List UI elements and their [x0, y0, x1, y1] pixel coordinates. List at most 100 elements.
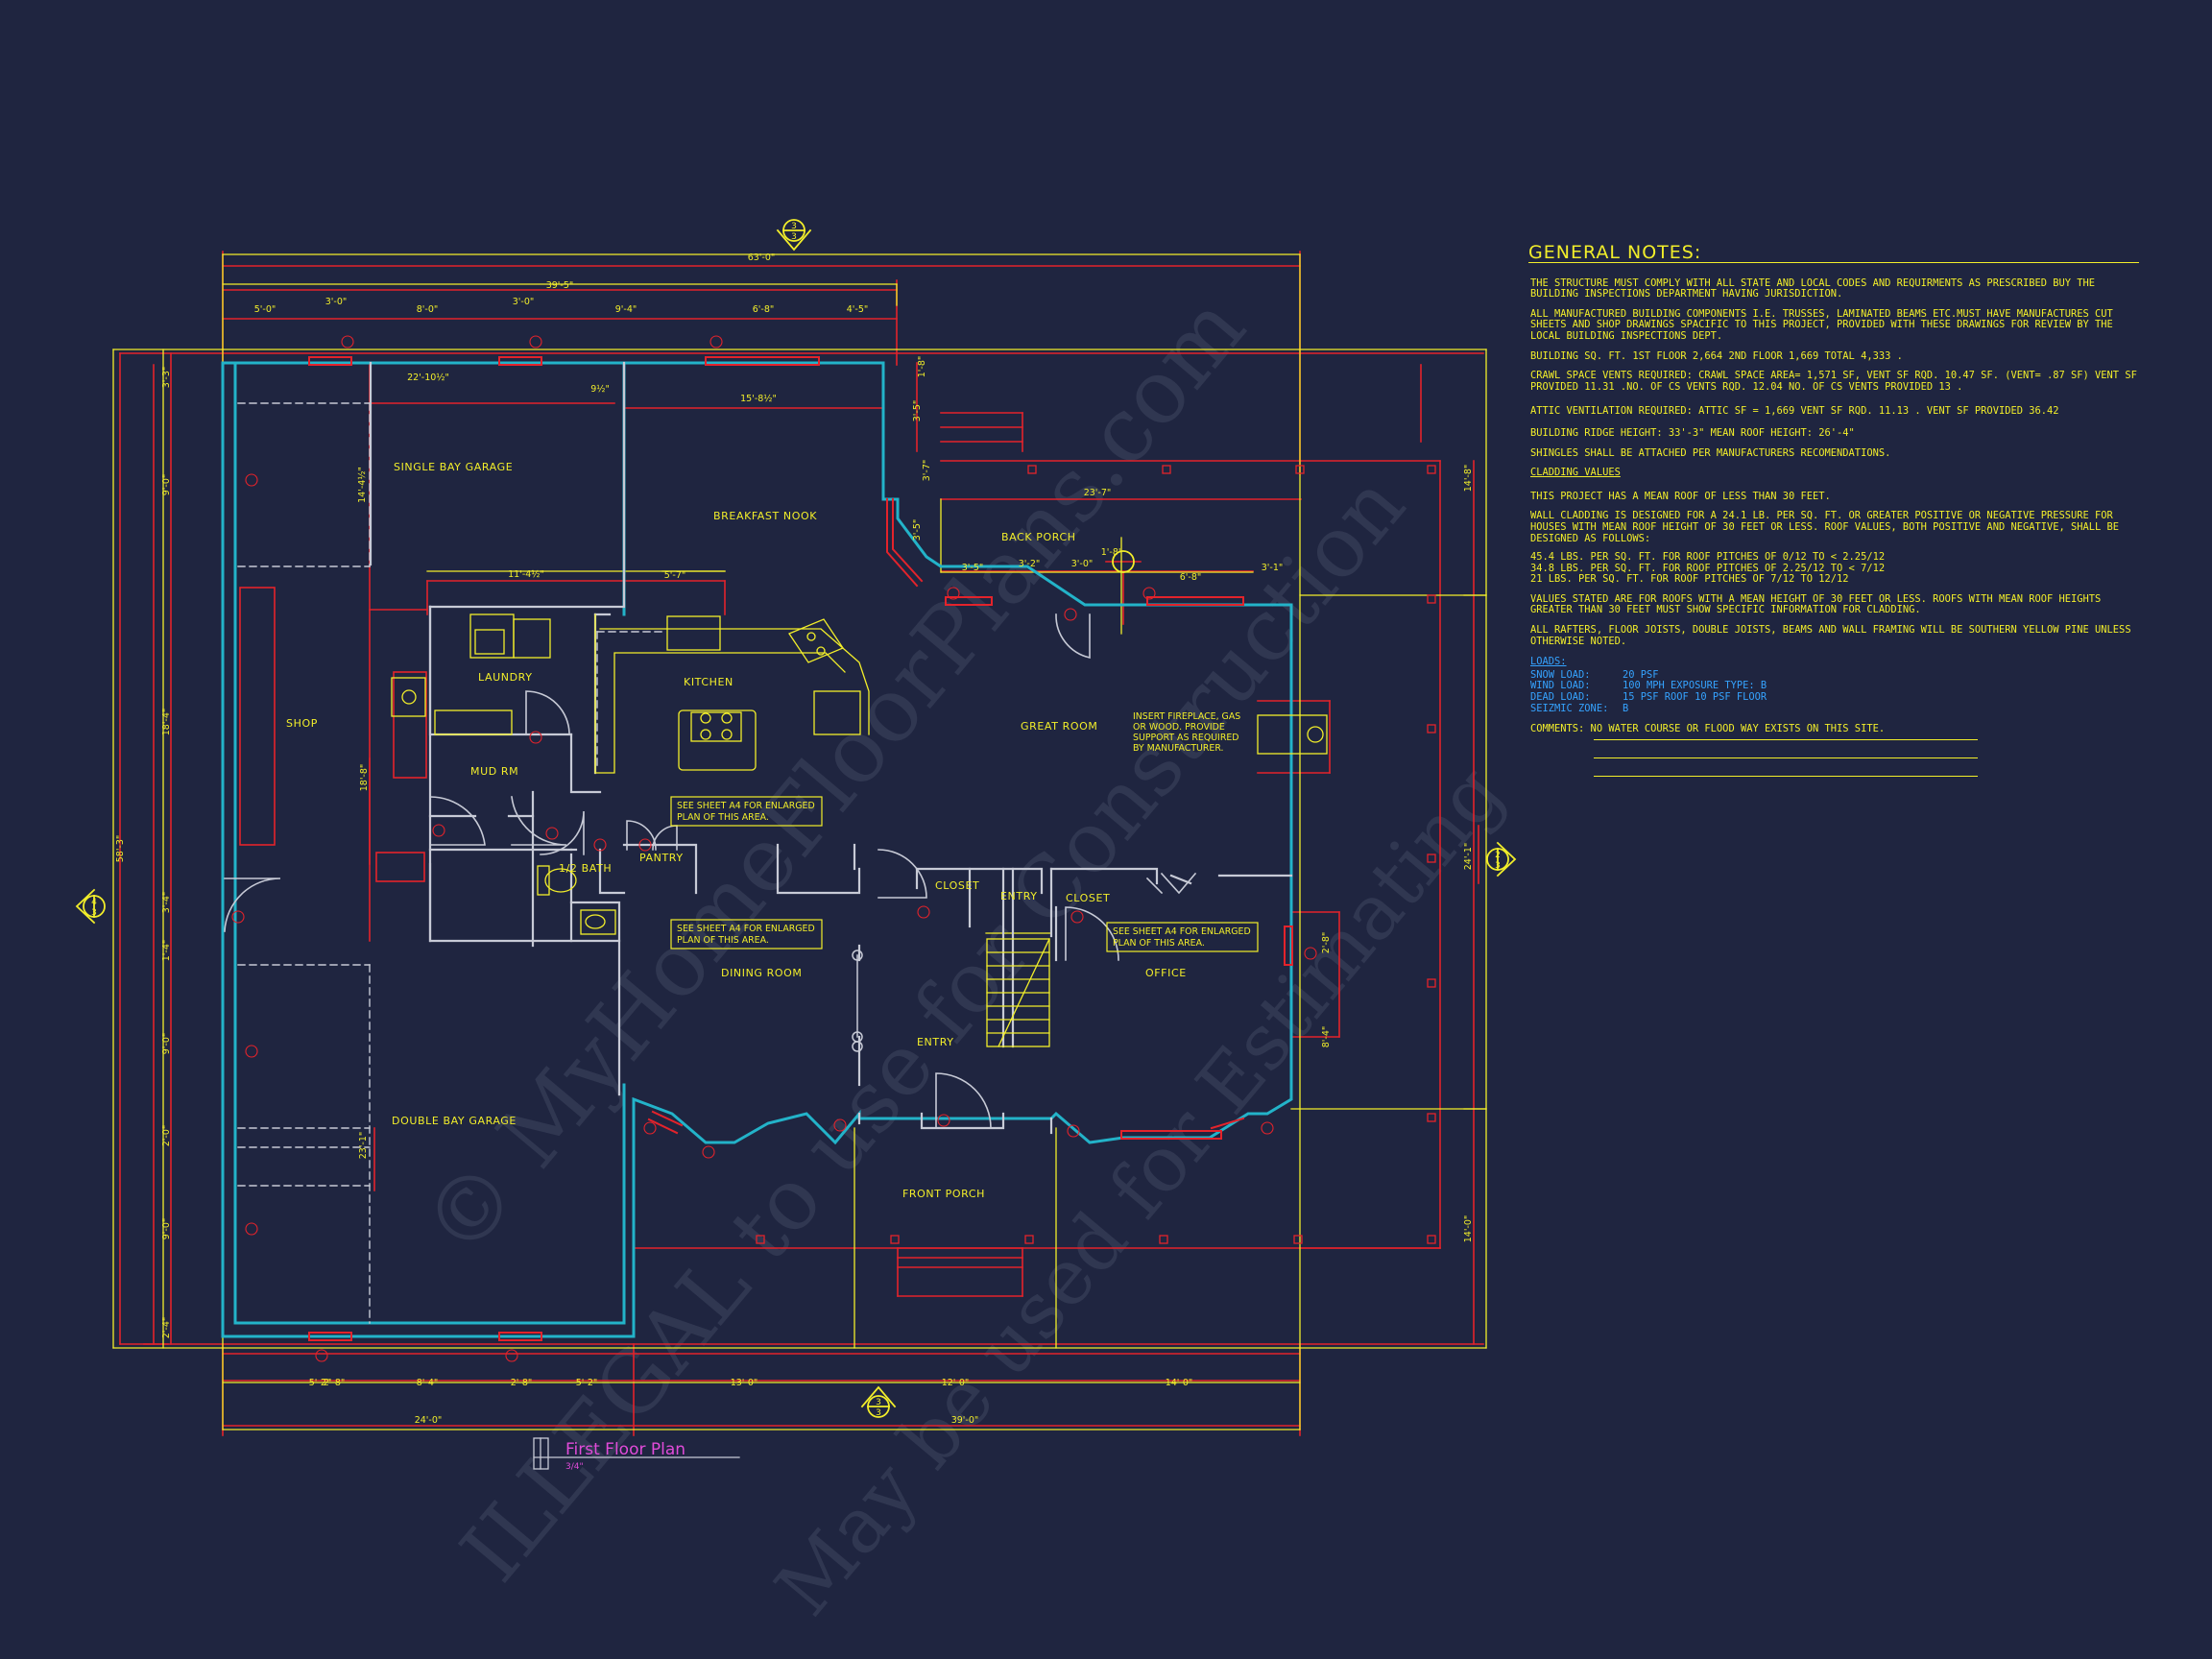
dim-porch-seg-1: 3'-5" — [962, 563, 984, 573]
load-dead-value: 15 PSF ROOF 10 PSF FLOOR — [1623, 691, 1767, 704]
dimension-text: 63'-0" 39'-5" 5'-0" 3'-0" 8'-0" 3'-0" 9'… — [254, 252, 1284, 1426]
load-wind-label: WIND LOAD: — [1530, 680, 1591, 692]
dim-col: 1'-8" — [1101, 547, 1123, 558]
dim-porch-seg-4: 6'-8" — [1180, 572, 1202, 583]
load-dead-label: DEAD LOAD: — [1530, 691, 1591, 704]
load-snow-value: 20 PSF — [1623, 668, 1659, 681]
note-roof-heights: VALUES STATED ARE FOR ROOFS WITH A MEAN … — [1530, 592, 2102, 616]
dim-top-seg-4: 3'-0" — [513, 297, 535, 307]
dim-left-seg-3: 18'-4" — [161, 709, 172, 736]
room-double-bay-garage: DOUBLE BAY GARAGE — [392, 1115, 517, 1127]
dim-top-seg-1: 5'-0" — [254, 304, 276, 315]
dim-bottom-overall-left: 24'-0" — [415, 1415, 443, 1426]
room-closet-left: CLOSET — [935, 879, 979, 892]
see-sheet-kitchen: SEE SHEET A4 FOR ENLARGED PLAN OF THIS A… — [670, 796, 823, 827]
room-entry-small: ENTRY — [1000, 890, 1038, 902]
dim-garage-inner: 22'-10½" — [407, 373, 449, 383]
dim-left-seg-1: 3'-3" — [161, 367, 172, 389]
dim-bottom-seg-6: 13'-0" — [731, 1378, 758, 1388]
dim-left-overall: 58'-3" — [115, 835, 126, 863]
loads-heading: LOADS: — [1530, 656, 1567, 668]
reference-lines — [112, 253, 1487, 1431]
dim-left-seg-5: 1'-4" — [161, 940, 172, 962]
marker-top-number: 3 — [791, 222, 797, 231]
dim-porch-seg-5: 3'-1" — [1262, 563, 1284, 573]
note-components: ALL MANUFACTURED BUILDING COMPONENTS i.e… — [1530, 307, 2113, 342]
note-shingles: SHINGLES SHALL BE ATTACHED PER MANUFACTU… — [1530, 446, 1891, 459]
room-pantry: PANTRY — [639, 852, 684, 864]
see-sheet-kitchen-2: PLAN OF THIS AREA. — [677, 812, 769, 823]
room-single-bay-garage: SINGLE BAY GARAGE — [394, 461, 513, 473]
dim-top-seg-2: 3'-0" — [325, 297, 348, 307]
room-kitchen: KITCHEN — [684, 676, 733, 688]
dim-office-vert-1: 2'-8" — [1321, 932, 1332, 954]
marker-left-number: 4 — [91, 898, 97, 907]
dim-bottom-seg-7: 12'-0" — [942, 1378, 970, 1388]
dim-mud-depth: 18'-8" — [359, 764, 370, 792]
dim-top-seg-6: 6'-8" — [753, 304, 775, 315]
see-sheet-office-1: SEE SHEET A4 FOR ENLARGED — [1113, 926, 1251, 937]
dim-top-seg-7: 4'-5" — [847, 304, 869, 315]
dim-bottom-seg-1: 5'-2" — [309, 1378, 331, 1388]
dim-bottom-seg-3: 8'-4" — [417, 1378, 439, 1388]
garage-door-lines — [237, 402, 663, 1324]
dim-left-seg-9: 2'-4" — [161, 1317, 172, 1339]
plan-scale: 3/4" — [565, 1462, 584, 1472]
see-sheet-dining-1: SEE SHEET A4 FOR ENLARGED — [677, 924, 815, 934]
load-seismic-value: B — [1623, 702, 1629, 714]
doors — [224, 613, 1197, 1129]
dim-nook-vert-3: 3'-7" — [922, 460, 932, 482]
load-wind: WIND LOAD:100 MPH EXPOSURE TYPE: B — [1530, 681, 2139, 692]
fireplace-note-2: OR WOOD. PROVIDE — [1133, 722, 1225, 733]
note-framing: ALL RAFTERS, FLOOR JOISTS, DOUBLE JOISTS… — [1530, 624, 2131, 647]
note-pitch-2: 34.8 LBS. PER SQ. FT. FOR ROOF PITCHES O… — [1530, 562, 1886, 574]
see-sheet-office-2: PLAN OF THIS AREA. — [1113, 938, 1205, 949]
note-square-footage: BUILDING SQ. FT. 1st FLOOR 2,664 2nd FLO… — [1530, 349, 1903, 362]
dim-nook-vert-1: 1'-8" — [917, 356, 927, 378]
dim-double-depth: 23'-1" — [358, 1132, 369, 1160]
room-great-room: GREAT ROOM — [1021, 720, 1097, 733]
dim-kitchen-width: 5'-7" — [664, 570, 686, 581]
dim-office-vert-2: 8'-4" — [1321, 1026, 1332, 1048]
comment-line-1 — [1594, 735, 1978, 740]
load-snow-label: SNOW LOAD: — [1530, 668, 1591, 681]
room-entry: ENTRY — [917, 1036, 954, 1048]
dim-bottom-seg-5: 5'-2" — [576, 1378, 598, 1388]
room-front-porch: FRONT PORCH — [902, 1188, 985, 1200]
room-office: OFFICE — [1145, 967, 1187, 979]
room-laundry: LAUNDRY — [478, 671, 533, 684]
marker-top-sheet: 3 — [791, 232, 797, 242]
dim-porch-seg-2: 3'-2" — [1019, 559, 1041, 569]
dim-left-seg-8: 9'-0" — [161, 1218, 172, 1240]
general-notes-title: GENERAL NOTES: — [1528, 244, 2139, 263]
dim-nook-vert-4: 3'-5" — [912, 519, 923, 541]
stairs — [986, 938, 1050, 1047]
load-dead: DEAD LOAD: 15 PSF ROOF 10 PSF FLOOR — [1530, 691, 2139, 704]
load-snow: SNOW LOAD: 20 PSF — [1530, 668, 2139, 682]
dim-back-porch: 23'-7" — [1084, 488, 1112, 498]
note-ridge-height: BUILDING RIDGE HEIGHT: 33'-3" MEAN ROOF … — [1530, 426, 1855, 439]
room-mud-rm: MUD RM — [470, 765, 518, 778]
shop-bench — [239, 587, 427, 882]
room-half-bath: 1/2 BATH — [559, 862, 612, 875]
dim-nook-width: 15'-8½" — [740, 394, 777, 404]
note-crawl-space: CRAWL SPACE VENTS REQUIRED: CRAWL SPACE … — [1530, 370, 2137, 393]
plan-title-bar — [533, 1437, 740, 1470]
dim-porch-seg-3: 3'-0" — [1071, 559, 1094, 569]
note-pitch-1: 45.4 Lbs. PER SQ. FT. FOR ROOF PITCHES O… — [1530, 551, 1886, 564]
room-shop: SHOP — [286, 717, 318, 730]
dim-laundry-width: 11'-4½" — [508, 569, 544, 580]
tags — [231, 335, 1317, 1362]
dim-garage-gap: 9½" — [590, 384, 610, 395]
note-wall-cladding: WALL CLADDING IS DESIGNED FOR A 24.1 Lb.… — [1530, 510, 2120, 544]
dim-bottom-seg-8: 14'-0" — [1166, 1378, 1193, 1388]
note-codes: THE STRUCTURE MUST COMPLY WITH ALL STATE… — [1530, 276, 2096, 301]
note-cladding-heading: CLADDING VALUES — [1530, 467, 1621, 479]
fixtures — [391, 613, 1328, 935]
dim-left-seg-4: 3'-4" — [161, 892, 172, 914]
columns — [852, 950, 863, 1052]
room-back-porch: BACK PORCH — [1001, 531, 1076, 543]
dim-top-seg-3: 8'-0" — [417, 304, 439, 315]
general-notes: GENERAL NOTES: THE STRUCTURE MUST COMPLY… — [1528, 244, 2139, 777]
